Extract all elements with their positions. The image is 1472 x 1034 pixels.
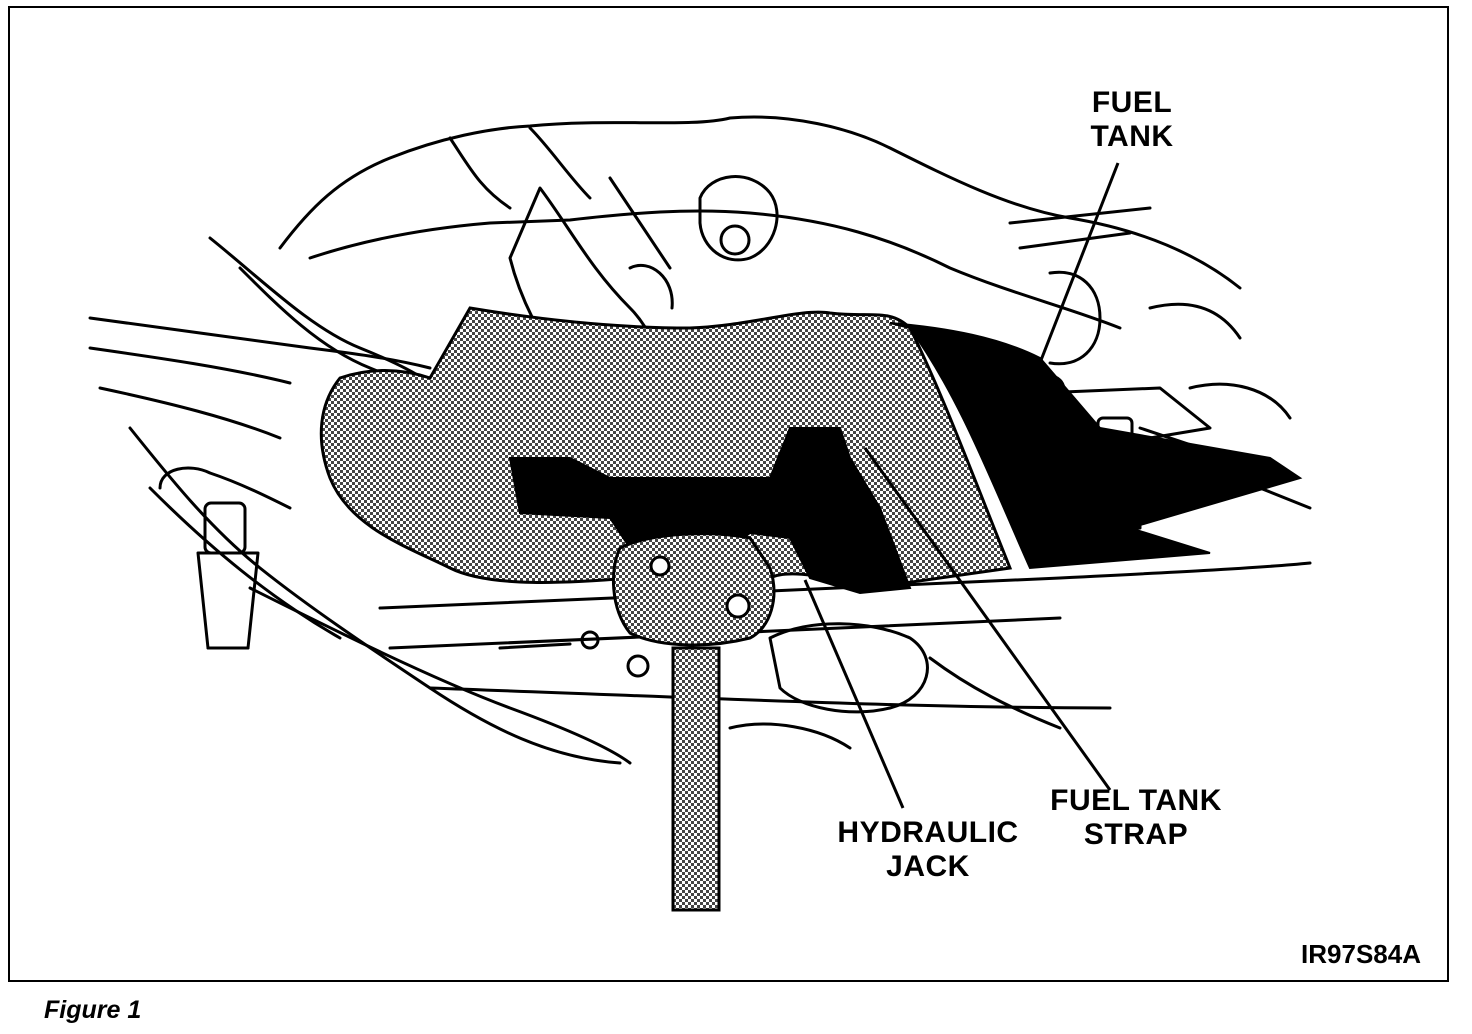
left-rail-lower	[128, 426, 622, 765]
figure-caption: Figure 1	[44, 996, 142, 1024]
fuel-tank-strap-label: FUEL TANK STRAP	[1036, 784, 1236, 852]
leader-fuel-tank-strap	[863, 447, 1112, 791]
bracket-upper	[528, 126, 592, 200]
mount-bolt	[719, 224, 751, 256]
lower-side-rail	[248, 586, 632, 765]
tank-shadow	[889, 322, 1303, 570]
mount-boss	[698, 175, 779, 262]
brake-line	[498, 642, 572, 650]
fuel-tank-label-line1: FUEL	[1091, 86, 1173, 119]
left-shock-body	[196, 551, 260, 650]
fuel-tank-label: FUEL TANK	[1072, 86, 1192, 154]
fuel-tank-strap-label-line1: FUEL TANK	[1050, 784, 1222, 817]
hydraulic-jack-label-line2: JACK	[886, 850, 970, 883]
fuel-tank-strap-label-line2: STRAP	[1083, 818, 1189, 851]
jack-saddle	[611, 532, 776, 647]
diagram-frame: FUEL TANK FUEL TANK STRAP HYDRAULIC JACK…	[8, 6, 1449, 982]
hydraulic-jack-label-line1: HYDRAULIC	[837, 816, 1019, 849]
lower-clutter	[768, 622, 929, 714]
crossmember	[308, 209, 1122, 330]
jack-post	[671, 646, 721, 912]
fuel-tank-strap	[508, 427, 912, 595]
undercarriage-illustration	[88, 115, 1312, 912]
leader-hydraulic-jack	[803, 579, 905, 809]
leader-fuel-tank	[1034, 162, 1120, 374]
left-shock-eye	[158, 466, 292, 510]
hydraulic-jack-label: HYDRAULIC JACK	[828, 816, 1028, 884]
left-rail-upper	[88, 316, 432, 370]
fuel-tank-label-line2: TANK	[1090, 120, 1174, 153]
figure-id: IR97S84A	[1301, 939, 1421, 969]
